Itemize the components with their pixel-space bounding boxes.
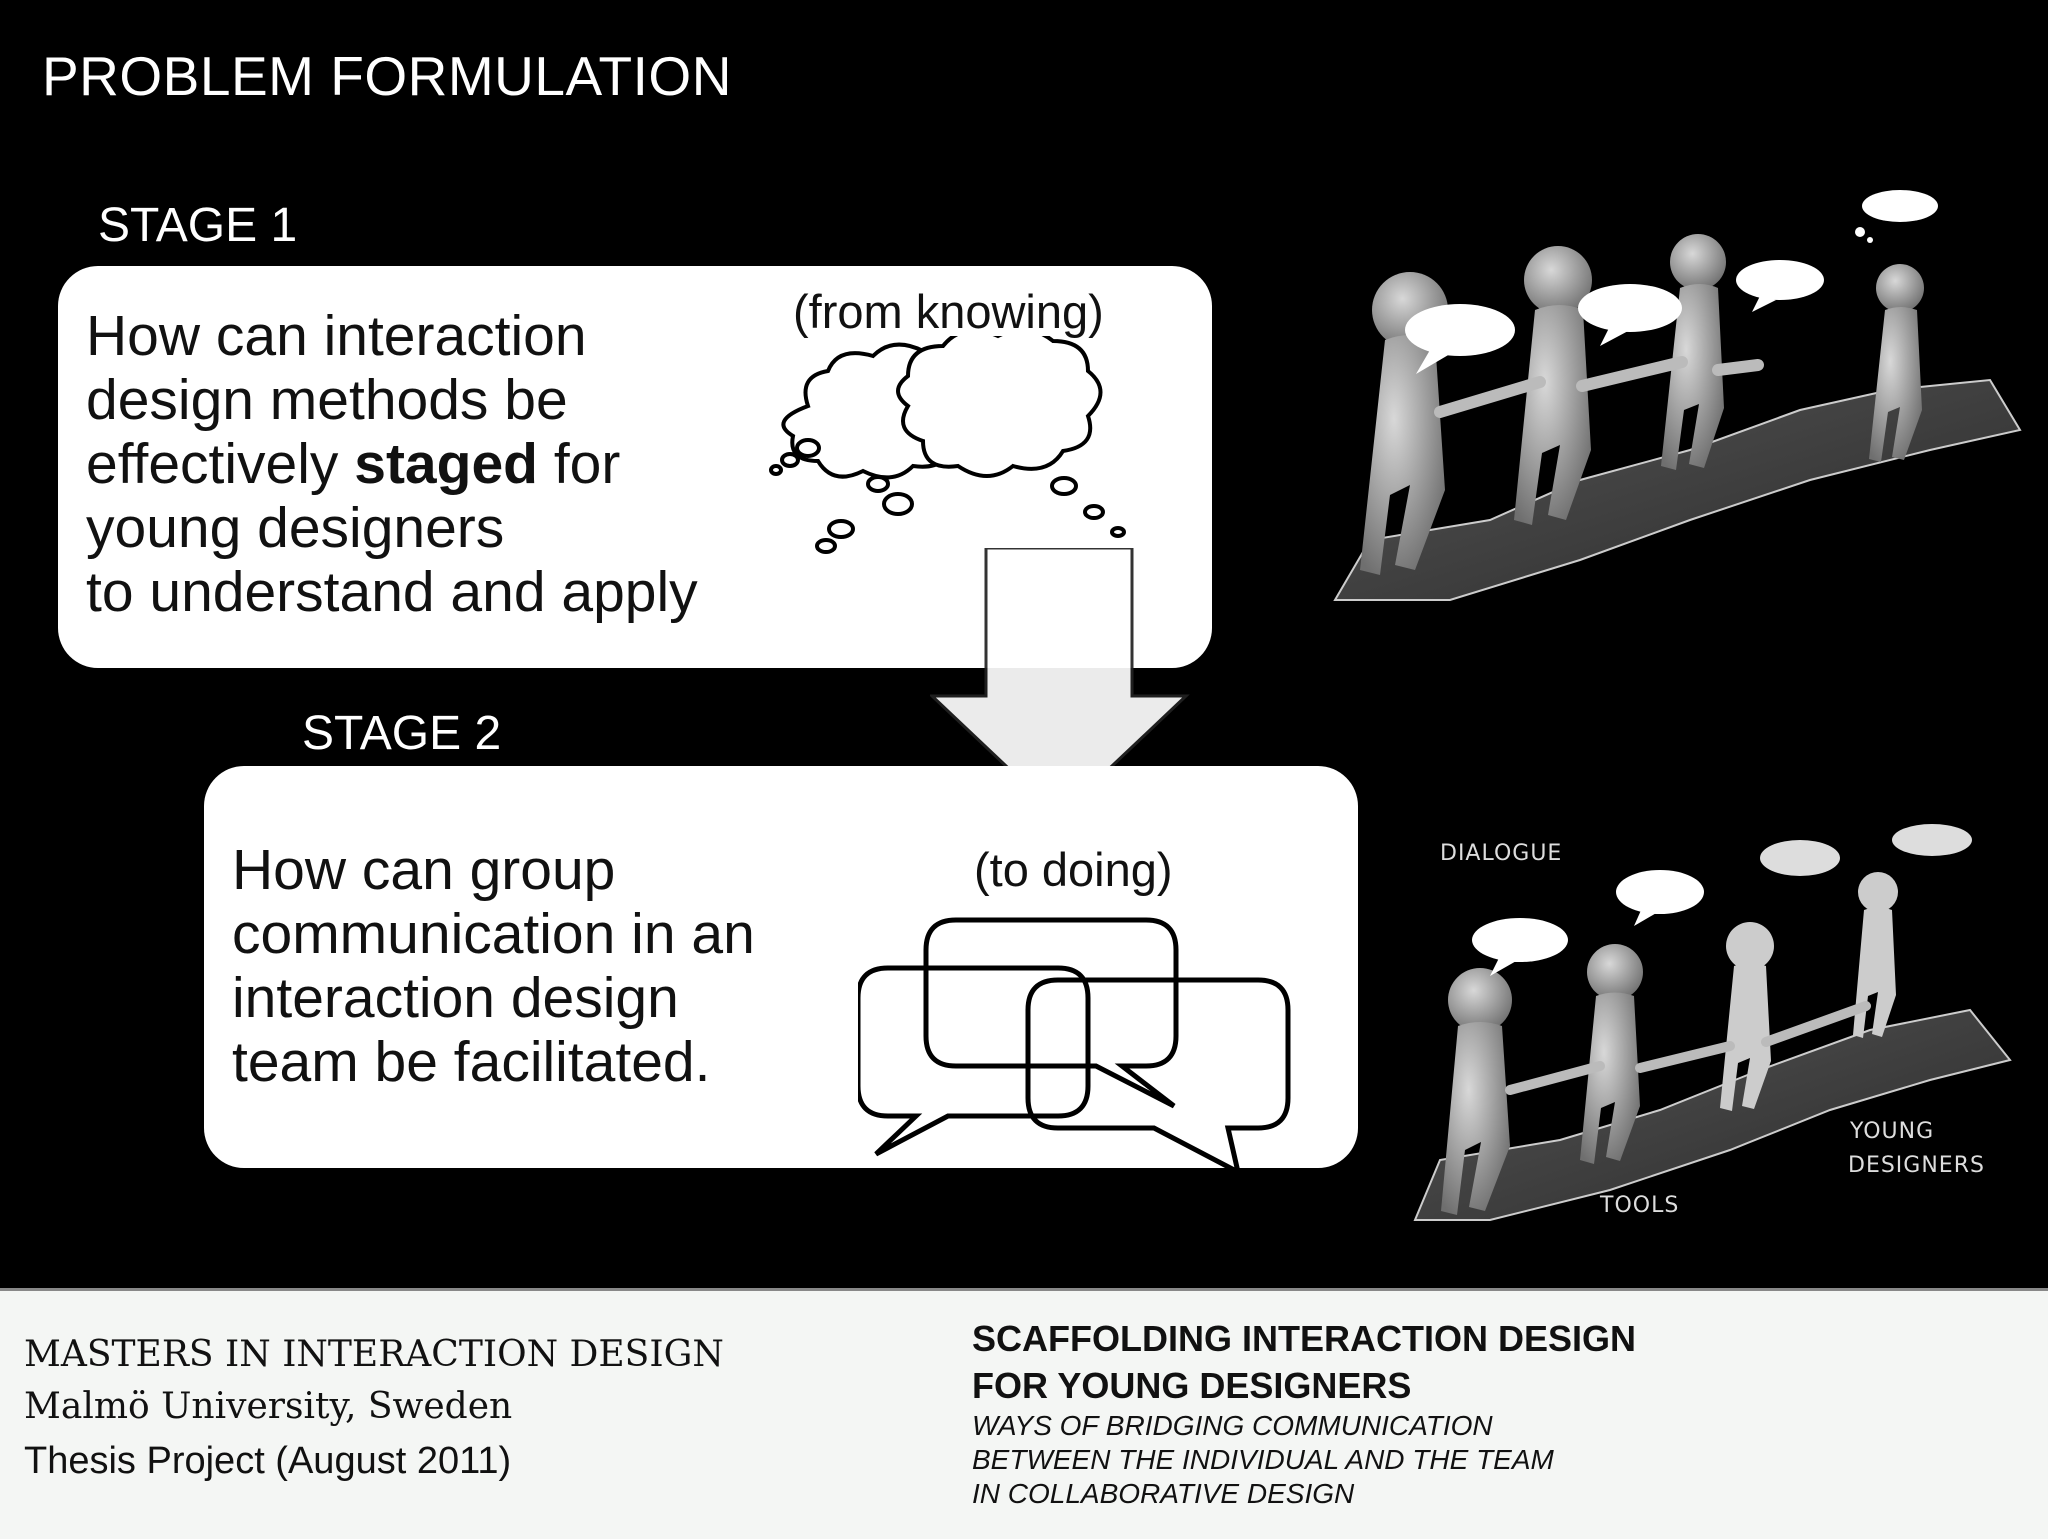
young-label: YOUNG <box>1849 1119 1934 1144</box>
thesis-title-line: FOR YOUNG DESIGNERS <box>972 1365 1412 1406</box>
slide: PROBLEM FORMULATION STAGE 1 How can inte… <box>42 45 2022 1221</box>
stage-1-question-line: How can interaction <box>86 304 587 368</box>
stage-1-question-pre: effectively <box>86 432 355 496</box>
stage-2-question: How can group communication in an intera… <box>232 838 755 1094</box>
stage-2-question-line: team be facilitated. <box>232 1030 711 1094</box>
thesis-subtitle-line: BETWEEN THE INDIVIDUAL AND THE TEAM <box>972 1444 1554 1475</box>
university-name: Malmö University, Sweden <box>24 1386 513 1427</box>
stage-1-question-bold: staged <box>354 432 538 496</box>
stage-1-question-line: young designers <box>86 496 505 560</box>
stage-2-label: STAGE 2 <box>302 707 502 760</box>
speech-bubbles-icon <box>858 917 1291 1172</box>
stage-1-question: How can interaction design methods be ef… <box>86 304 698 624</box>
down-arrow-icon <box>930 548 1190 819</box>
thought-cloud-icon <box>769 336 1126 554</box>
stage-1-label: STAGE 1 <box>98 199 298 252</box>
stage-1-question-post: for <box>537 432 621 496</box>
tools-label: TOOLS <box>1599 1193 1679 1218</box>
dialogue-label: DIALOGUE <box>1440 841 1562 866</box>
to-doing-caption: (to doing) <box>974 843 1173 896</box>
thesis-subtitle-line: WAYS OF BRIDGING COMMUNICATION <box>972 1410 1493 1441</box>
dialogue-tools-illustration: DIALOGUE TOOLS YOUNG DESIGNERS <box>1413 824 2012 1221</box>
thesis-title-line: SCAFFOLDING INTERACTION DESIGN <box>972 1318 1636 1359</box>
stage-1-question-line: design methods be <box>86 368 568 432</box>
footer: MASTERS IN INTERACTION DESIGN Malmö Univ… <box>0 1288 2048 1539</box>
program-name: MASTERS IN INTERACTION DESIGN <box>24 1334 724 1375</box>
designers-label: DESIGNERS <box>1848 1153 1985 1178</box>
stage-1-question-line: to understand and apply <box>86 560 698 624</box>
stage-2-card: How can group communication in an intera… <box>204 766 1358 1168</box>
stage-2-question-line: How can group <box>232 838 616 902</box>
thesis-project: Thesis Project (August 2011) <box>24 1440 512 1482</box>
footer-right: SCAFFOLDING INTERACTION DESIGN FOR YOUNG… <box>972 1315 1636 1511</box>
stage-1-question-line: effectively staged for <box>86 432 698 496</box>
footer-left: MASTERS IN INTERACTION DESIGN Malmö Univ… <box>24 1329 724 1489</box>
from-knowing-caption: (from knowing) <box>793 285 1104 338</box>
thesis-subtitle-line: IN COLLABORATIVE DESIGN <box>972 1478 1355 1509</box>
stage-1-card: How can interaction design methods be ef… <box>58 266 1212 668</box>
slide-title: PROBLEM FORMULATION <box>42 45 732 107</box>
team-puzzle-illustration <box>1333 190 2022 601</box>
stage-2-question-line: interaction design <box>232 966 679 1030</box>
stage-2-question-line: communication in an <box>232 902 755 966</box>
